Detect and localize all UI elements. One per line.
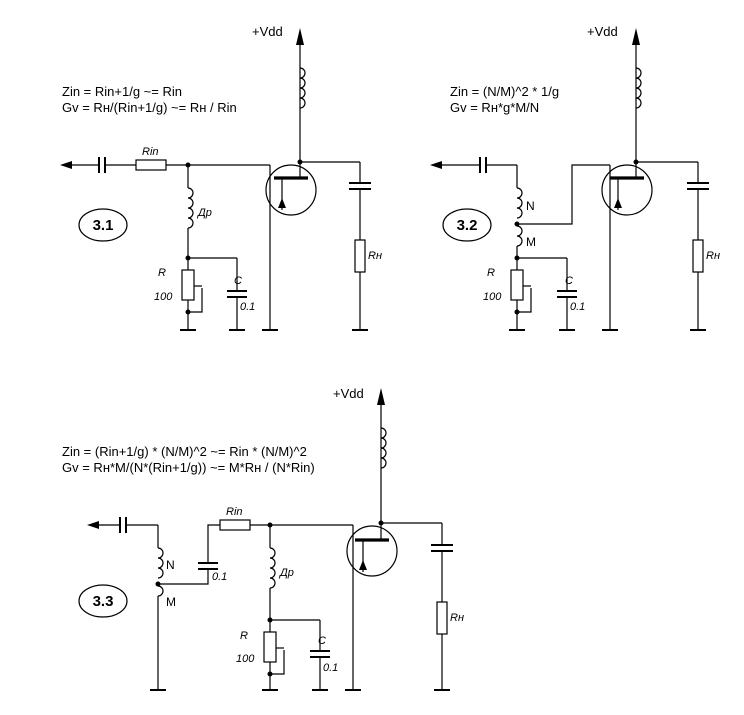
transistor-symbol [346, 525, 398, 577]
supply-label: +Vdd [252, 24, 283, 39]
choke-label: Др [196, 207, 212, 219]
circuit-number-badge [78, 584, 128, 618]
circuit-number: 3.3 [93, 593, 114, 610]
c-value: 0.1 [240, 301, 255, 313]
output-arrow-icon [87, 521, 99, 529]
supply-arrow-icon [296, 28, 304, 45]
c-name: C [318, 635, 326, 647]
formula-gv: Gv = Rн*M/(N*(Rin+1/g)) ~= M*Rн / (N*Rin… [62, 460, 315, 475]
tapped-inductor-lower [516, 225, 523, 247]
supply-arrow-icon [632, 28, 640, 45]
circuit-3-2: +Vdd Zin = (N/M)^2 * 1/g Gv = Rн*g*M/N N… [430, 24, 720, 331]
rin-resistor [219, 519, 251, 531]
transistor-symbol [265, 164, 317, 216]
tapped-inductor-upper [157, 547, 164, 579]
r-trimmer [181, 269, 195, 301]
r-trimmer [510, 269, 524, 301]
formula-zin: Zin = Rin+1/g ~= Rin [62, 84, 182, 99]
circuit-number: 3.1 [93, 217, 114, 234]
r-value: 100 [483, 291, 502, 303]
formula-gv: Gv = Rн*g*M/N [450, 100, 539, 115]
r-value: 100 [154, 291, 173, 303]
tapped-inductor-upper [516, 187, 523, 219]
supply-label: +Vdd [587, 24, 618, 39]
c-value: 0.1 [570, 301, 585, 313]
load-resistor [354, 239, 366, 273]
c-name: C [234, 275, 242, 287]
drain-inductor [380, 427, 387, 469]
output-arrow-icon [60, 161, 72, 169]
circuit-3-3: +Vdd Zin = (Rin+1/g) * (N/M)^2 ~= Rin * … [62, 386, 464, 691]
tapped-inductor-lower [157, 585, 164, 597]
choke-inductor [187, 187, 194, 229]
choke-label: Др [278, 567, 294, 579]
r-trimmer [263, 631, 277, 663]
circuit-3-1: +Vdd Zin = Rin+1/g ~= Rin Gv = Rн/(Rin+1… [60, 24, 382, 331]
formula-zin: Zin = (N/M)^2 * 1/g [450, 84, 559, 99]
tap-m-label: M [526, 235, 536, 249]
rin-resistor [135, 159, 167, 171]
supply-label: +Vdd [333, 386, 364, 401]
circuit-number-badge [442, 208, 492, 242]
load-resistor [692, 239, 704, 273]
drain-inductor [299, 67, 306, 109]
rin-label: Rin [226, 506, 243, 518]
transistor-symbol [601, 164, 653, 216]
formula-zin: Zin = (Rin+1/g) * (N/M)^2 ~= Rin * (N/M)… [62, 444, 307, 459]
load-label: Rн [450, 612, 464, 624]
r-name: R [240, 630, 248, 642]
formula-gv: Gv = Rн/(Rin+1/g) ~= Rн / Rin [62, 100, 237, 115]
rin-label: Rin [142, 146, 159, 158]
tap-n-label: N [526, 199, 535, 213]
r-value: 100 [236, 653, 255, 665]
output-arrow-icon [430, 161, 442, 169]
tap-m-label: M [166, 595, 176, 609]
r-name: R [487, 267, 495, 279]
cap-value: 0.1 [212, 571, 227, 583]
coupling-capacitor [98, 157, 106, 173]
drain-inductor [635, 67, 642, 109]
c-value: 0.1 [323, 662, 338, 674]
load-label: Rн [368, 250, 382, 262]
circuit-number: 3.2 [457, 217, 478, 234]
load-resistor [436, 601, 448, 635]
choke-inductor [269, 547, 276, 589]
circuit-number-badge [78, 208, 128, 242]
c-name: C [565, 275, 573, 287]
load-label: Rн [706, 250, 720, 262]
supply-arrow-icon [377, 388, 385, 405]
tap-n-label: N [166, 558, 175, 572]
r-name: R [158, 267, 166, 279]
